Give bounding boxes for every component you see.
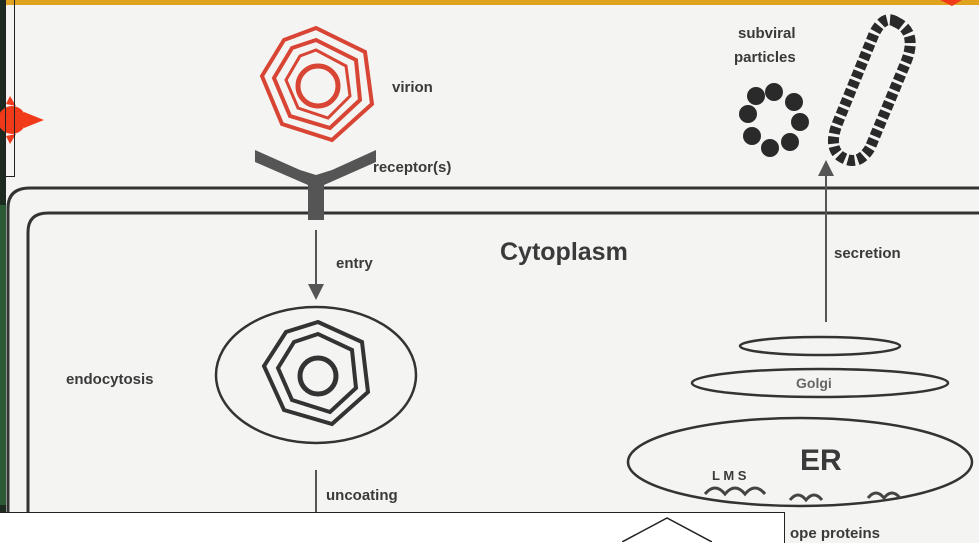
label-endocytosis: endocytosis (66, 371, 154, 388)
subviral-sphere-icon (739, 83, 809, 157)
label-cytoplasm: Cytoplasm (500, 238, 628, 266)
virion-icon (262, 28, 372, 140)
label-envelope-proteins: ope proteins (790, 525, 880, 542)
label-secretion: secretion (834, 245, 901, 262)
label-golgi: Golgi (796, 375, 832, 391)
subviral-filament-icon (833, 20, 910, 161)
golgi-small-cisterna (740, 337, 900, 355)
label-uncoating: uncoating (326, 487, 398, 504)
cell-membrane-outer (8, 188, 979, 542)
label-virion: virion (392, 79, 433, 96)
red-marker-corner-icon (940, 0, 962, 6)
internalized-virion-icon (264, 322, 368, 424)
label-subviral: subviral (738, 25, 796, 42)
endosome-vesicle (216, 307, 416, 443)
caret-up-icon (622, 514, 712, 542)
label-entry: entry (336, 255, 373, 272)
label-receptor: receptor(s) (373, 159, 451, 176)
receptor-icon (255, 150, 376, 220)
overlay-popup-edge (5, 0, 15, 177)
label-particles: particles (734, 49, 796, 66)
label-protein-marks: L M S (712, 468, 747, 483)
label-er: ER (800, 444, 842, 477)
envelope-proteins-icon (705, 488, 900, 500)
